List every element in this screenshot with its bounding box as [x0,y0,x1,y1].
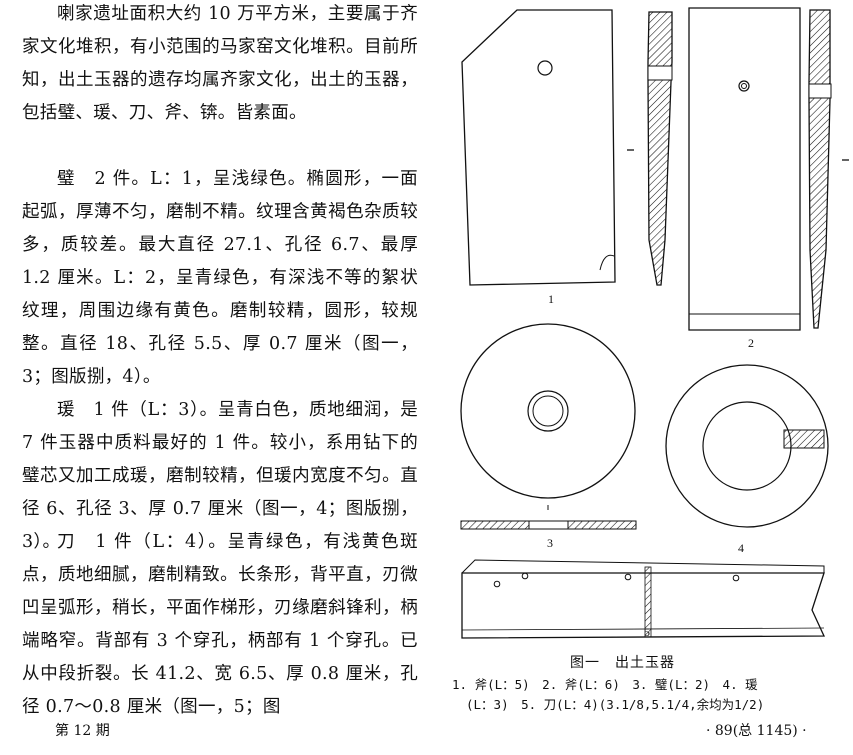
figure-caption-line-2: (L：3) 5. 刀(L：4)(3.1/8,5.1/4,余均为1/2) [466,697,765,712]
bi-paragraph: 璧 2 件。L：1，呈浅绿色。椭圆形，一面起弧，厚薄不匀，磨制不精。纹理含黄褐色… [22,169,418,387]
axe-1-front-view [461,9,616,286]
issue-number: 第 12 期 [55,723,110,739]
axe-2-front-view [688,7,801,331]
yuan-paragraph: 瑗 1 件（L：3）。呈青白色，质地细润，是 7 件玉器中质料最好的 1 件。较… [22,400,418,552]
yuan-ring-drawing [665,364,829,528]
figure-label-4: 4 [738,541,744,555]
page-number: · 89(总 1145) · [706,723,807,739]
figure-caption-line-1: 1. 斧(L：5) 2. 斧(L：6) 3. 璧(L：2) 4. 瑗 [452,677,758,692]
figure-label-1: 1 [548,292,554,306]
bi-disc-drawing [460,323,636,510]
axe-1-side-view [647,11,673,286]
figure-label-5: 5 [644,625,650,639]
knife-paragraph: 刀 1 件（L：4）。呈青绿色，有浅黄色斑点，质地细腻，磨制精致。长条形，背平直… [22,532,418,717]
intro-paragraph: 喇家遗址面积大约 10 万平方米，主要属于齐家文化堆积，有小范围的马家窑文化堆积… [22,4,418,123]
axe-2-side-view [808,9,832,329]
figure-label-3: 3 [547,536,553,550]
bi-section-view [460,520,637,530]
figure-label-2: 2 [748,336,754,350]
knife-drawing [461,559,826,639]
figure-title: 图一 出土玉器 [570,655,675,671]
